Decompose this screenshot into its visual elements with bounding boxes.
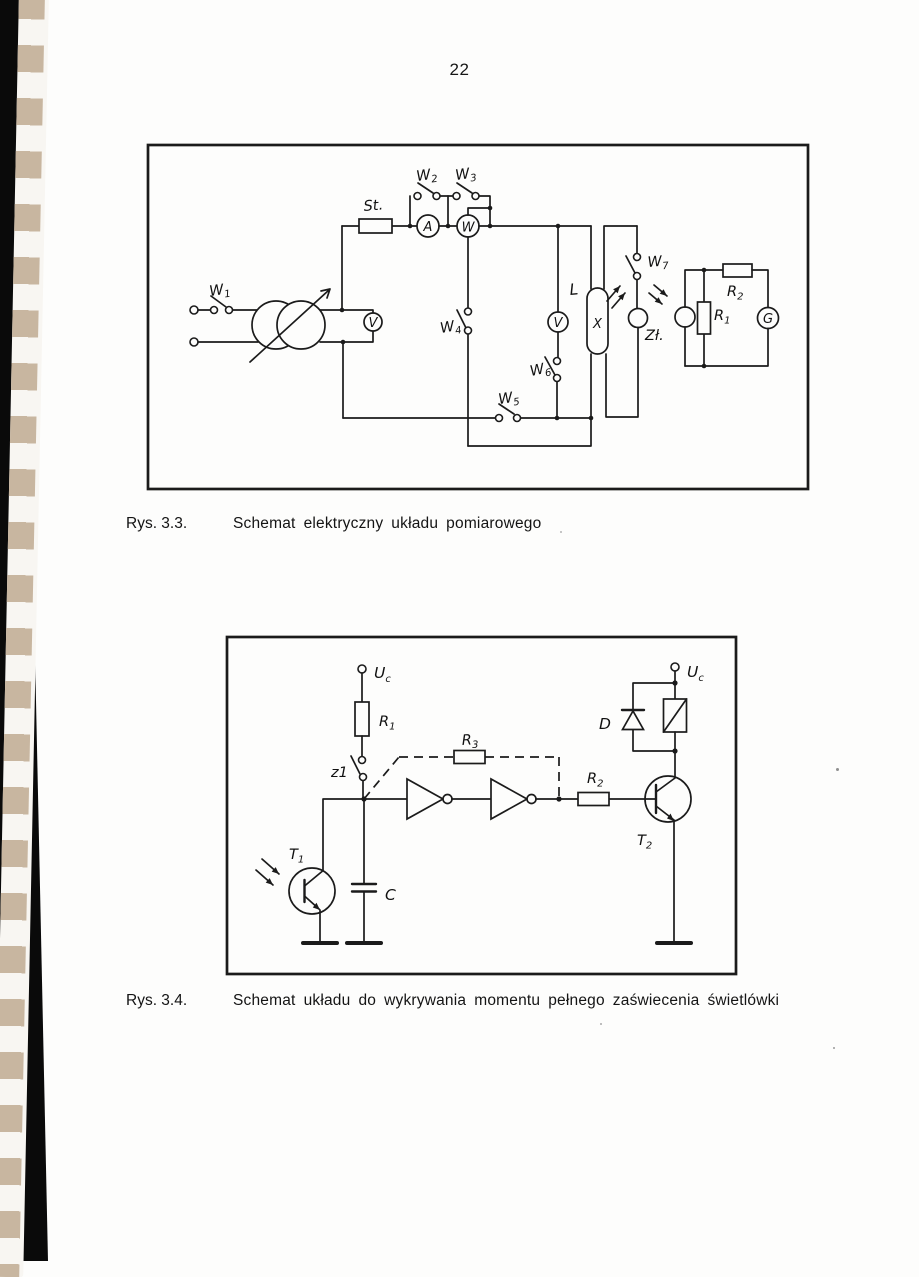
svg-text:C: C (385, 886, 396, 904)
switch-z1: z1 (330, 755, 368, 800)
figure-3-4-caption: Rys. 3.4. Schemat układu do wykrywania m… (126, 992, 779, 1010)
resistor-st: St. (341, 197, 418, 234)
svg-text:z1: z1 (330, 765, 348, 781)
svg-text:W7: W7 (647, 253, 670, 273)
relay-coil (662, 698, 688, 754)
supply-uc-right: Uc (670, 662, 704, 700)
switch-w5: W5 (342, 389, 594, 423)
svg-text:V: V (554, 316, 564, 331)
svg-text:W4: W4 (439, 318, 463, 340)
scan-speck (560, 531, 562, 533)
svg-text:R2: R2 (587, 771, 603, 790)
fluorescent-lamp: X L (569, 225, 638, 419)
svg-text:R2: R2 (727, 284, 743, 303)
svg-text:W: W (462, 221, 476, 236)
svg-text:St.: St. (363, 197, 384, 215)
switch-w7: W7 (625, 225, 670, 310)
phototransistor-t1: T1 (255, 847, 339, 945)
svg-text:T2: T2 (637, 833, 652, 852)
galvanometer: G (684, 306, 780, 367)
svg-text:X: X (592, 317, 603, 332)
figure-3-3-schematic: W1 V St. A W2 W3 W (146, 143, 810, 491)
scan-speck (836, 768, 839, 771)
svg-text:W1: W1 (208, 281, 231, 302)
figure-3-3-ref: Rys. 3.3. (126, 515, 188, 532)
figure-3-3-frame (146, 143, 810, 491)
switch-w6: W6 (529, 356, 562, 419)
resistor-r2: R2 (722, 263, 769, 309)
inverter-2 (490, 777, 562, 821)
light-rays-into-photocell (648, 284, 668, 305)
variable-transformer (249, 288, 331, 363)
switch-w2: W2 (409, 166, 454, 227)
voltmeter-lamp: V (547, 225, 569, 359)
figure-3-3-caption-text: Schemat elektryczny układu pomiarowego (233, 515, 542, 532)
svg-text:W2: W2 (415, 166, 438, 187)
resistor-r1: R1 (354, 701, 395, 758)
svg-text:Uc: Uc (687, 663, 704, 684)
svg-text:W6: W6 (529, 360, 553, 382)
figure-3-4-frame (225, 635, 738, 976)
svg-text:A: A (423, 220, 433, 235)
diode-d: D (599, 682, 676, 752)
supply-uc-left: Uc (357, 664, 391, 703)
input-terminals (189, 305, 259, 347)
svg-text:W5: W5 (497, 389, 520, 410)
svg-text:G: G (763, 312, 773, 327)
switch-w1: W1 (208, 281, 259, 315)
resistor-r3-feedback: R3 (363, 732, 560, 800)
svg-text:R3: R3 (461, 732, 478, 751)
scan-speck (600, 1023, 602, 1025)
ammeter: A (416, 214, 458, 238)
node-wires (322, 796, 408, 872)
svg-text:D: D (599, 715, 611, 733)
figure-3-4-schematic: Uc R1 z1 T1 C (225, 635, 738, 976)
switch-w3: W3 (447, 165, 491, 227)
switch-w4: W4 (439, 236, 592, 447)
svg-text:V: V (369, 316, 379, 331)
svg-text:Uc: Uc (374, 664, 391, 685)
svg-text:R1: R1 (379, 714, 395, 733)
transistor-t2: T2 (637, 750, 693, 945)
figure-3-3-caption: Rys. 3.3. Schemat elektryczny układu pom… (126, 515, 541, 533)
photocell (674, 269, 724, 367)
svg-text:L: L (569, 280, 579, 299)
svg-text:R1: R1 (714, 308, 730, 327)
inverter-1 (406, 777, 492, 821)
figure-3-4-caption-text: Schemat układu do wykrywania momentu peł… (233, 992, 780, 1009)
svg-text:W3: W3 (454, 165, 477, 186)
resistor-r2: R2 (558, 771, 646, 807)
capacitor-c: C (345, 798, 396, 945)
svg-text:Zł.: Zł. (644, 328, 664, 344)
svg-text:T1: T1 (289, 847, 304, 866)
resistor-r1: R1 (696, 267, 730, 369)
figure-3-4-ref: Rys. 3.4. (126, 992, 188, 1009)
starter-zl: Zł. (605, 307, 664, 418)
wattmeter: W (407, 205, 592, 238)
scan-speck (833, 1047, 835, 1049)
page-number: 22 (449, 60, 470, 79)
voltmeter-input: V (319, 225, 383, 419)
